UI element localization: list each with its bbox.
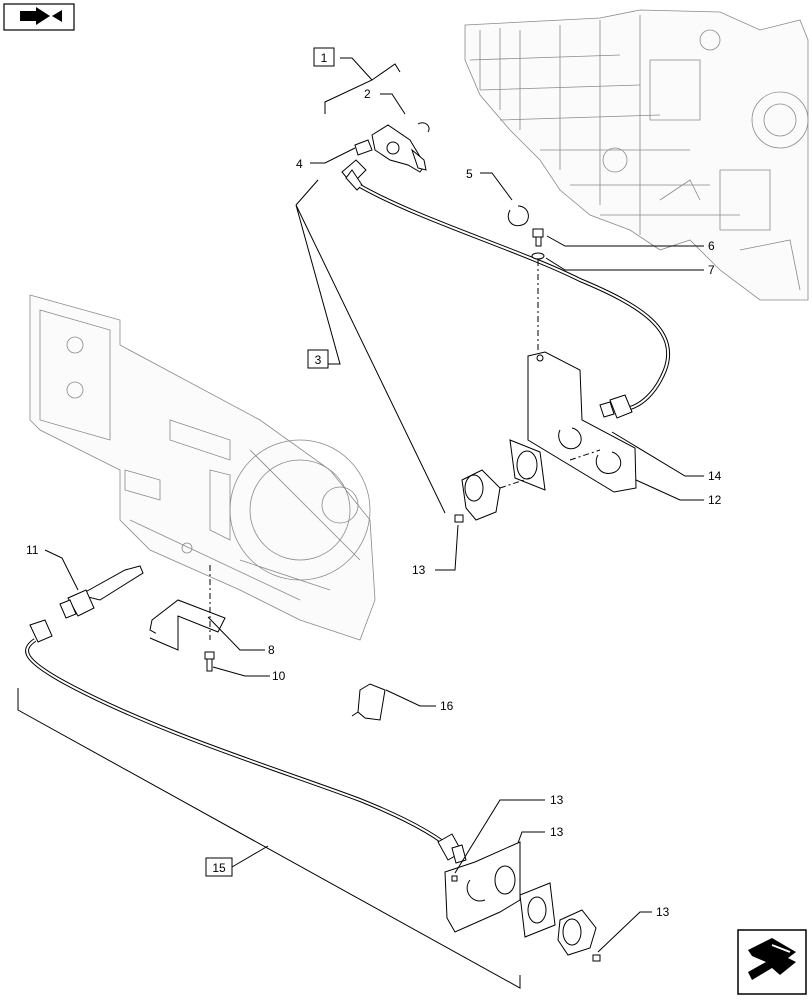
svg-text:15: 15 [212, 861, 226, 875]
callout-13a[interactable]: 13 [412, 563, 426, 577]
oil-level-sensor [59, 565, 144, 619]
svg-text:1: 1 [321, 51, 328, 65]
guard-bracket [149, 599, 226, 651]
washer [531, 252, 545, 260]
callout-2[interactable]: 2 [364, 87, 371, 101]
transmission-housing [29, 294, 376, 641]
bolt [532, 228, 544, 247]
callout-3[interactable]: 3 [307, 349, 329, 369]
svg-text:3: 3 [315, 353, 322, 367]
callout-13d[interactable]: 13 [656, 905, 670, 919]
screw [454, 514, 464, 523]
callout-16[interactable]: 16 [440, 699, 454, 713]
callout-14[interactable]: 14 [708, 469, 722, 483]
clamp-bracket [351, 683, 386, 721]
next-page-arrow-icon [748, 938, 796, 980]
bolt-lower [204, 651, 215, 672]
rubber-boot [461, 449, 601, 521]
callout-4[interactable]: 4 [296, 157, 303, 171]
callout-13c[interactable]: 13 [550, 825, 564, 839]
callout-1[interactable]: 1 [313, 47, 335, 67]
next-page-button[interactable] [737, 929, 807, 995]
callout-11[interactable]: 11 [26, 543, 39, 557]
callout-12[interactable]: 12 [708, 493, 722, 507]
callout-6[interactable]: 6 [708, 239, 715, 253]
callout-10[interactable]: 10 [272, 669, 286, 683]
lower-rubber-boot [557, 909, 597, 956]
callout-8[interactable]: 8 [268, 643, 275, 657]
leader-lines [17, 57, 704, 989]
callout-5[interactable]: 5 [466, 167, 473, 181]
mounting-plate [527, 351, 637, 493]
lower-mounting-plate [444, 841, 521, 933]
long-sensor-cable [25, 619, 467, 864]
callout-15[interactable]: 15 [205, 857, 233, 877]
callout-13b[interactable]: 13 [550, 793, 564, 807]
clip [507, 205, 529, 227]
back-arrow-icon [20, 7, 62, 25]
back-button[interactable] [3, 3, 75, 31]
engine-block [464, 9, 809, 301]
callout-7[interactable]: 7 [708, 263, 715, 277]
sensor-bracket [354, 122, 430, 173]
lower-gasket [519, 882, 556, 938]
small-screw [451, 875, 458, 882]
temperature-sensor-cable [341, 159, 671, 419]
lower-screw [592, 954, 601, 962]
gasket [509, 439, 546, 491]
